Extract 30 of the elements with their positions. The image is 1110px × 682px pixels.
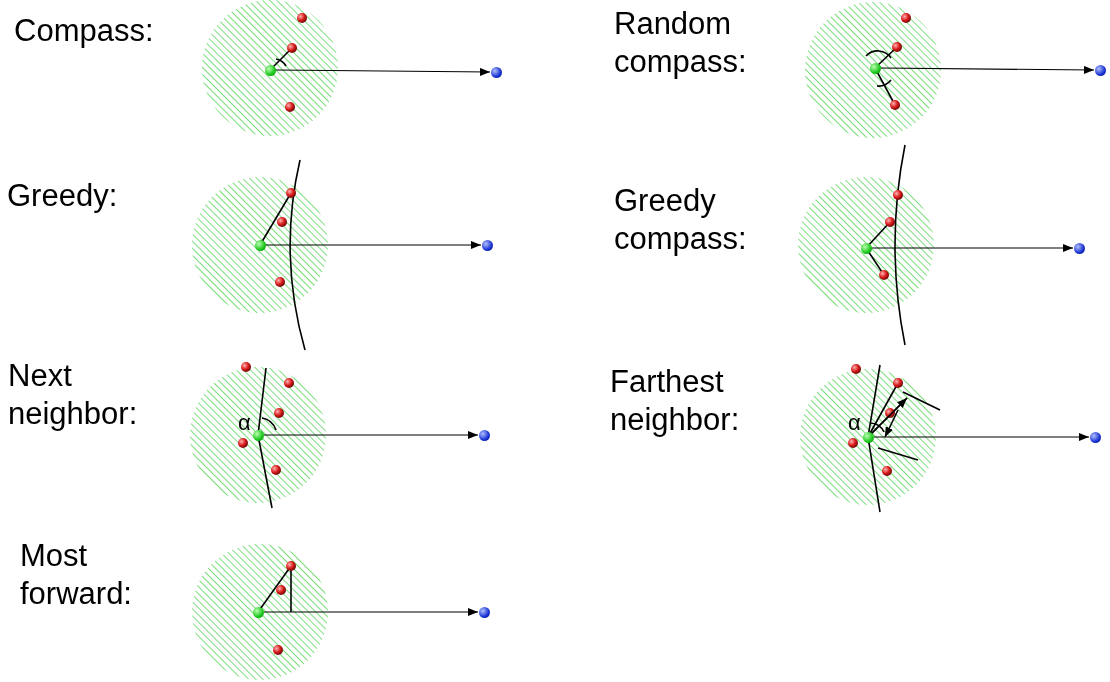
source-node-dot <box>264 64 276 76</box>
angle-label: α <box>848 410 862 437</box>
source-node-dot <box>252 429 264 441</box>
strategy-label: Greedy: <box>7 177 119 215</box>
arrow <box>880 65 1095 74</box>
arrow <box>263 431 479 439</box>
arrow <box>263 608 479 616</box>
source-node-dot <box>252 606 264 618</box>
strategy-label: Greedy compass: <box>614 182 748 258</box>
source-node-dot <box>869 62 881 74</box>
destination-node-dot <box>481 239 493 251</box>
strategy-label: Next neighbor: <box>8 357 139 433</box>
source-node-dot <box>254 239 266 251</box>
angle-label: α <box>238 410 252 437</box>
arrow <box>275 67 491 76</box>
destination-node-dot <box>1094 64 1106 76</box>
destination-node-dot <box>478 606 490 618</box>
source-node-dot <box>862 431 874 443</box>
strategy-label: Farthest neighbor: <box>610 363 741 439</box>
destination-node-dot <box>1089 431 1101 443</box>
arrow <box>265 241 482 249</box>
destination-node-dot <box>478 429 490 441</box>
destination-node-dot <box>490 66 502 78</box>
arrow <box>873 433 1090 441</box>
strategy-label: Random compass: <box>614 5 748 81</box>
destination-node-dot <box>1073 242 1085 254</box>
arrow <box>871 244 1074 252</box>
source-node-dot <box>860 242 872 254</box>
strategy-label: Most forward: <box>20 537 133 613</box>
strategy-label: Compass: <box>14 12 155 50</box>
